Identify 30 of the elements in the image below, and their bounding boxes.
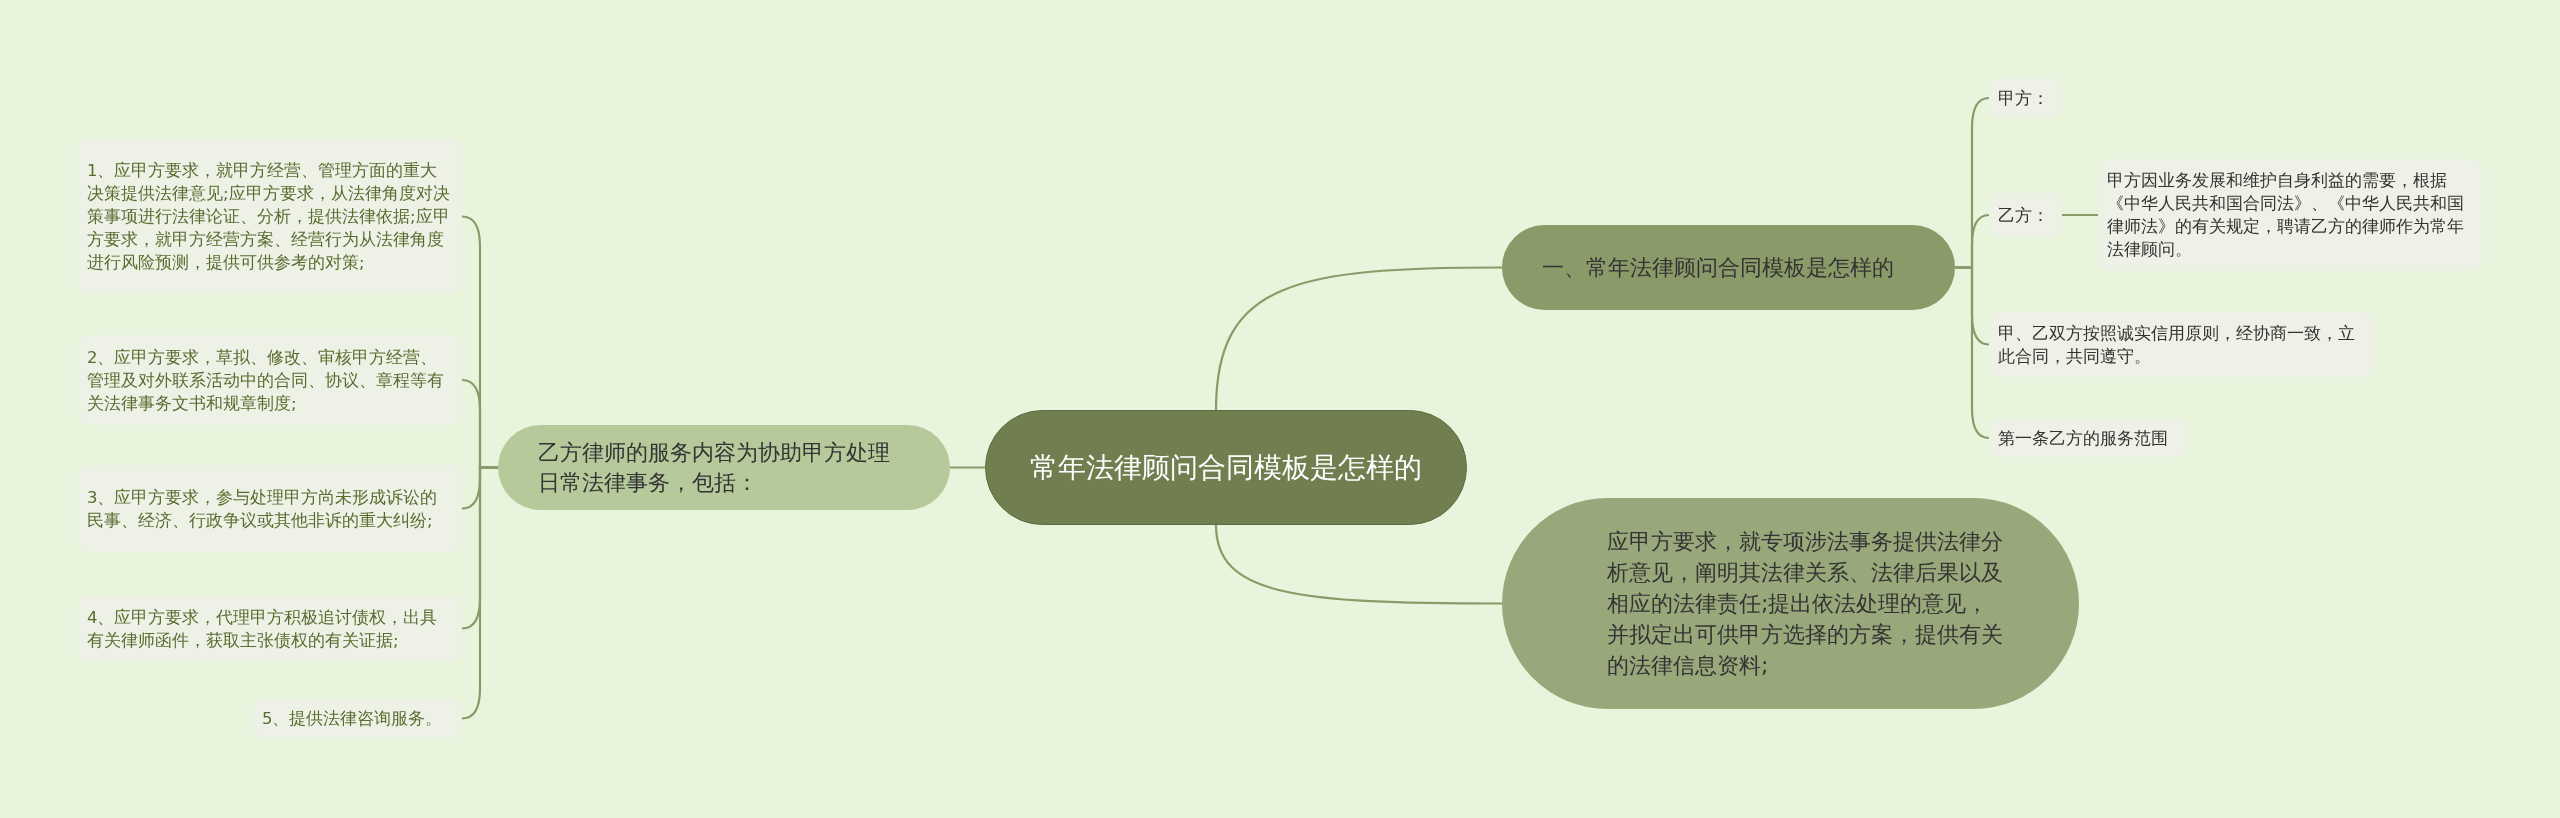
leaf-box (78, 139, 462, 294)
leaf-box (78, 465, 462, 552)
topic-text: 4、应甲方要求，代理甲方积极追讨债权，出具有关律师函件，获取主张债权的有关证据; (87, 606, 439, 652)
topic-text: 甲方： (1998, 87, 2049, 110)
connector-line (1214, 266, 1502, 411)
topic-text: 2、应甲方要求，草拟、修改、审核甲方经营、管理及对外联系活动中的合同、协议、章程等有关法律事务文书和规章制度; (87, 346, 445, 415)
leaf-box (1989, 419, 2188, 457)
connector-line (950, 466, 985, 469)
topic-text: 乙方： (1998, 204, 2049, 227)
topic-text: 甲、乙双方按照诚实信用原则，经协商一致，立此合同，共同遵守。 (1998, 322, 2356, 368)
leaf-box (253, 699, 462, 738)
topic-text: 应甲方要求，就专项涉法事务提供法律分析意见，阐明其法律关系、法律后果以及相应的法律责任;提出依法处理的意见，并拟定出可供甲方选择的方案，提供有关的法律信息资料; (1607, 528, 2004, 680)
leaf-box (1989, 312, 2374, 377)
connector-line (1214, 524, 1502, 605)
leaf-box (2098, 159, 2482, 271)
leaf-box (1989, 193, 2062, 237)
topic-text: 3、应甲方要求，参与处理甲方尚未形成诉讼的民事、经济、行政争议或其他非诉的重大纠纷; (87, 486, 439, 532)
leaf-box (78, 596, 462, 661)
topic-text: 1、应甲方要求，就甲方经营、管理方面的重大决策提供法律意见;应甲方要求，从法律角度对决策事项进行法律论证、分析，提供法律依据;应甲方要求，就甲方经营方案、经营行为从法律角度进行风险预测，提供可供参考的对策; (87, 160, 451, 274)
leaf-box (78, 335, 462, 425)
topic-text: 一、常年法律顾问合同模板是怎样的 (1542, 253, 1894, 282)
connector-line (2062, 213, 2098, 217)
topic-text: 乙方律师的服务内容为协助甲方处理日常法律事务，包括： (538, 438, 891, 497)
topic-text: 第一条乙方的服务范围 (1998, 427, 2168, 450)
topic-text: 5、提供法律咨询服务。 (262, 708, 443, 730)
topic-text: 甲方因业务发展和维护自身利益的需要，根据《中华人民共和国合同法》、《中华人民共和国律师法》的有关规定，聘请乙方的律师作为常年法律顾问。 (2107, 170, 2465, 261)
connector-line (461, 466, 498, 720)
leaf-box (1989, 78, 2062, 118)
topic-text: 常年法律顾问合同模板是怎样的 (1030, 449, 1422, 486)
connector-line (1955, 266, 1990, 440)
